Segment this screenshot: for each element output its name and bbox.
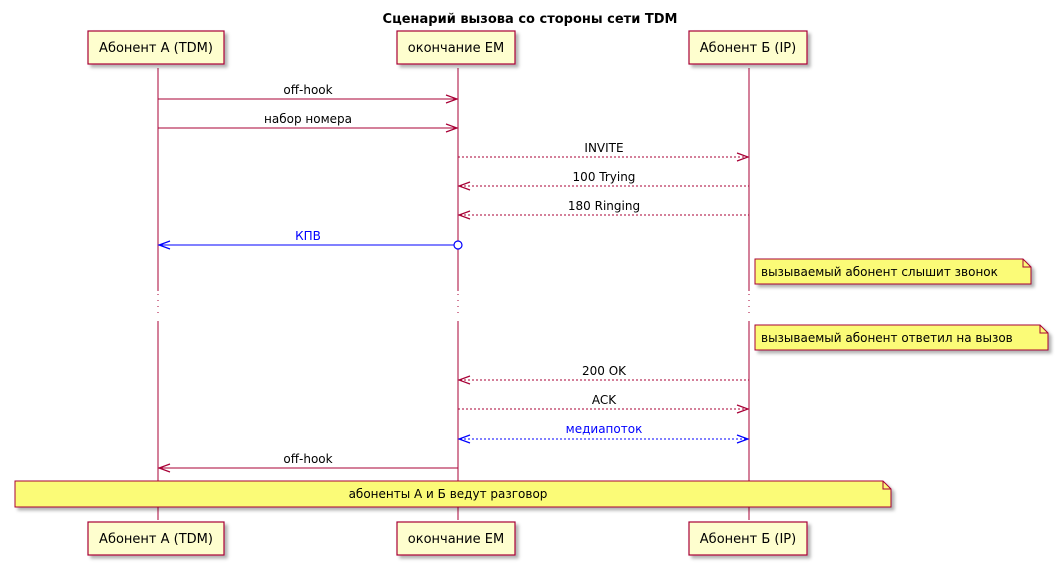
message-200-ok: 200 OK	[457, 364, 749, 385]
message-label: off-hook	[283, 452, 332, 466]
message-label: INVITE	[584, 141, 623, 155]
note-conversation: абоненты А и Б ведут разговор	[14, 480, 892, 508]
message-ack: ACK	[458, 393, 750, 414]
message-label: 180 Ringing	[568, 199, 640, 213]
note-text: абоненты А и Б ведут разговор	[349, 487, 548, 501]
message-label: off-hook	[283, 83, 332, 97]
participant-a-bottom[interactable]: Абонент A (TDM)	[87, 521, 225, 556]
message-kpv: КПВ	[157, 229, 463, 250]
message-dial-number: набор номера	[158, 112, 459, 133]
lifelines	[157, 68, 750, 520]
message-180-ringing: 180 Ringing	[457, 199, 749, 220]
participant-b-top[interactable]: Абонент Б (IP)	[688, 30, 808, 65]
participant-label: окончание EM	[408, 532, 504, 547]
participant-label: Абонент A (TDM)	[99, 532, 213, 547]
note-text: вызываемый абонент ответил на вызов	[761, 331, 1013, 345]
note-answered: вызываемый абонент ответил на вызов	[754, 324, 1049, 351]
message-media-stream: медиапоток	[457, 422, 750, 444]
participant-e-bottom[interactable]: окончание EM	[396, 521, 516, 556]
participant-label: окончание EM	[408, 41, 504, 56]
message-label: ACK	[592, 393, 617, 407]
message-label: медиапоток	[566, 422, 643, 436]
message-label: 200 OK	[582, 364, 627, 378]
message-100-trying: 100 Trying	[457, 170, 749, 191]
message-label: 100 Trying	[573, 170, 636, 184]
note-ringing: вызываемый абонент слышит звонок	[754, 258, 1032, 285]
participant-b-bottom[interactable]: Абонент Б (IP)	[688, 521, 808, 556]
participant-label: Абонент Б (IP)	[700, 41, 796, 56]
note-text: вызываемый абонент слышит звонок	[761, 265, 998, 279]
message-label: КПВ	[295, 229, 321, 243]
participant-label: Абонент A (TDM)	[99, 41, 213, 56]
diagram-title: Сценарий вызова со стороны сети TDM	[383, 12, 678, 27]
participant-label: Абонент Б (IP)	[700, 532, 796, 547]
participant-a-top[interactable]: Абонент A (TDM)	[87, 30, 225, 65]
message-invite: INVITE	[458, 141, 750, 162]
message-off-hook-1: off-hook	[158, 83, 459, 104]
participant-e-top[interactable]: окончание EM	[396, 30, 516, 65]
message-off-hook-2: off-hook	[157, 452, 458, 473]
message-label: набор номера	[264, 112, 352, 126]
